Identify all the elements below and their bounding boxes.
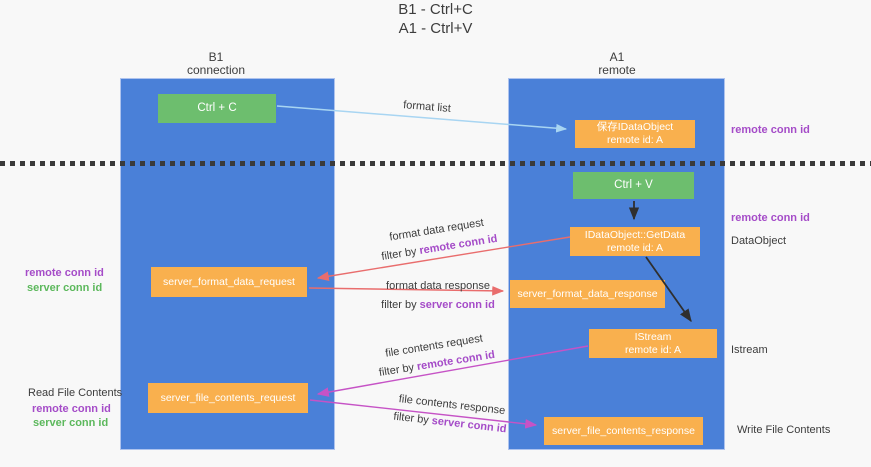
node-istream-line1: IStream <box>634 330 672 343</box>
lane-a1-subtitle: remote <box>598 63 636 77</box>
node-getdata-line2: remote id: A <box>606 241 664 254</box>
arrow-file-contents-response <box>309 399 538 429</box>
annotation-left-remote-conn-id-2: remote conn id <box>32 403 111 415</box>
arrow-format-data-request <box>316 236 571 282</box>
filter-by-text: filter by <box>380 245 418 263</box>
annotation-remote-conn-id-top: remote conn id <box>731 124 810 136</box>
filter-by-text: filter by <box>392 410 430 427</box>
node-ctrl-c: Ctrl + C <box>158 94 276 123</box>
arrow-getdata-to-istream <box>645 256 692 323</box>
node-ctrl-v-label: Ctrl + V <box>614 179 653 191</box>
filter-key-server-conn-id: server conn id <box>419 299 495 311</box>
lane-header-a1: A1 remote <box>557 51 677 77</box>
node-istream: IStream remote id: A <box>589 329 717 358</box>
lane-a1-name: A1 <box>609 50 625 64</box>
node-getdata-line1: IDataObject::GetData <box>584 228 686 241</box>
node-save-idataobject-line2: remote id: A <box>606 134 664 146</box>
annotation-read-file-contents: Read File Contents <box>28 387 123 399</box>
page-title: B1 - Ctrl+C A1 - Ctrl+V <box>0 0 871 38</box>
node-idataobject-getdata: IDataObject::GetData remote id: A <box>570 227 700 256</box>
node-save-idataobject: 保存IDataObject remote id: A <box>575 120 695 148</box>
arrow-file-contents-request <box>316 345 589 397</box>
node-server-file-contents-response: server_file_contents_response <box>544 417 703 445</box>
annotation-left-remote-conn-id-1: remote conn id <box>25 267 104 279</box>
node-server-format-data-request: server_format_data_request <box>151 267 307 297</box>
node-server-file-contents-response-label: server_file_contents_response <box>551 424 695 437</box>
node-save-idataobject-line1: 保存IDataObject <box>596 121 674 133</box>
node-server-file-contents-request: server_file_contents_request <box>148 383 308 413</box>
node-ctrl-c-label: Ctrl + C <box>197 102 237 114</box>
format-data-response-text: format data response <box>386 280 490 292</box>
arrow-format-list <box>276 105 568 133</box>
node-ctrl-v: Ctrl + V <box>573 172 694 199</box>
node-server-format-data-request-label: server_format_data_request <box>163 275 295 288</box>
title-line-2: A1 - Ctrl+V <box>398 20 473 37</box>
edge-label-format-data-response: format data response <box>378 277 498 295</box>
annotation-remote-conn-id-mid: remote conn id <box>731 212 810 224</box>
annotation-write-file-contents: Write File Contents <box>737 424 831 436</box>
node-server-file-contents-request-label: server_file_contents_request <box>160 391 296 404</box>
arrow-format-data-response <box>308 286 505 296</box>
annotation-left-server-conn-id-1: server conn id <box>27 282 103 294</box>
lane-header-b1: B1 connection <box>156 51 276 77</box>
annotation-left-server-conn-id-2: server conn id <box>33 417 109 429</box>
title-line-1: B1 - Ctrl+C <box>398 1 473 18</box>
annotation-istream: Istream <box>731 344 768 356</box>
format-list-text: format list <box>402 99 452 115</box>
filter-by-text: filter by <box>378 361 415 379</box>
annotation-dataobject: DataObject <box>731 235 787 247</box>
node-server-format-data-response: server_format_data_response <box>510 280 665 308</box>
node-istream-line2: remote id: A <box>624 343 682 356</box>
lane-b1-name: B1 <box>208 50 224 64</box>
lane-b1-subtitle: connection <box>186 63 246 77</box>
machine-boundary-divider <box>0 161 871 166</box>
filter-by-text: filter by <box>381 299 417 311</box>
node-server-format-data-response-label: server_format_data_response <box>517 287 658 300</box>
